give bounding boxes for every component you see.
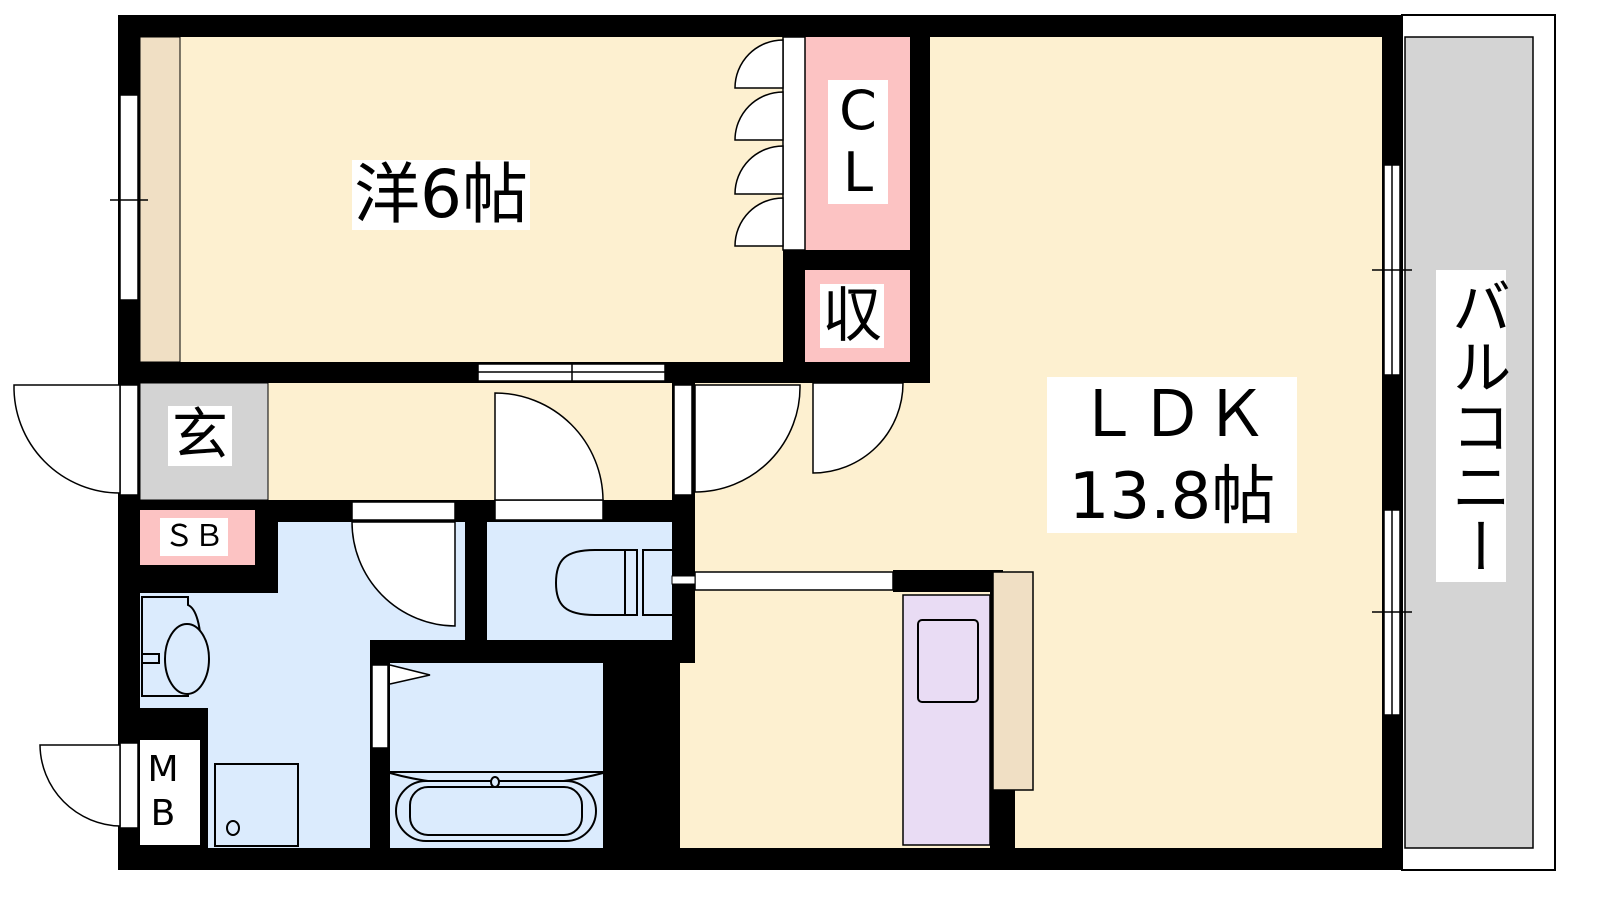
sink-icon	[141, 596, 210, 697]
closet-label-l: L	[842, 141, 874, 204]
ldk-label: ＬＤＫ 13.8帖	[1047, 377, 1297, 533]
storage-door[interactable]	[812, 382, 904, 474]
western-room-label: 洋6帖	[352, 156, 530, 233]
bathtub-icon	[389, 771, 604, 842]
balcony-label: バルコニー	[1436, 270, 1511, 582]
window-west	[119, 94, 139, 301]
meter-box-b: B	[150, 793, 176, 834]
stove-icon	[917, 619, 979, 703]
closet-label-c: C	[839, 79, 877, 142]
ldk-name: ＬＤＫ	[1076, 378, 1268, 452]
toilet-icon	[554, 549, 674, 616]
ldk-size: 13.8帖	[1068, 460, 1276, 534]
storage-label: 収	[820, 281, 884, 351]
meter-box-door[interactable]	[39, 744, 121, 827]
meter-box-m: M	[147, 749, 179, 790]
shoe-box-label: ＳＢ	[160, 518, 228, 556]
closet-label: C L	[828, 80, 888, 204]
kitchen-shelf	[992, 571, 1034, 791]
closet-doors[interactable]	[734, 39, 784, 247]
entrance-door[interactable]	[13, 384, 121, 494]
toilet-door[interactable]	[494, 392, 604, 501]
washroom-door[interactable]	[351, 521, 456, 627]
washing-machine-icon	[214, 763, 299, 847]
hall	[268, 383, 680, 500]
entrance-label: 玄	[168, 406, 232, 466]
ldk-door[interactable]	[694, 384, 801, 493]
bath-door[interactable]	[371, 664, 389, 749]
balcony-windows[interactable]	[1372, 164, 1412, 716]
meter-box-label: M B	[140, 752, 186, 832]
